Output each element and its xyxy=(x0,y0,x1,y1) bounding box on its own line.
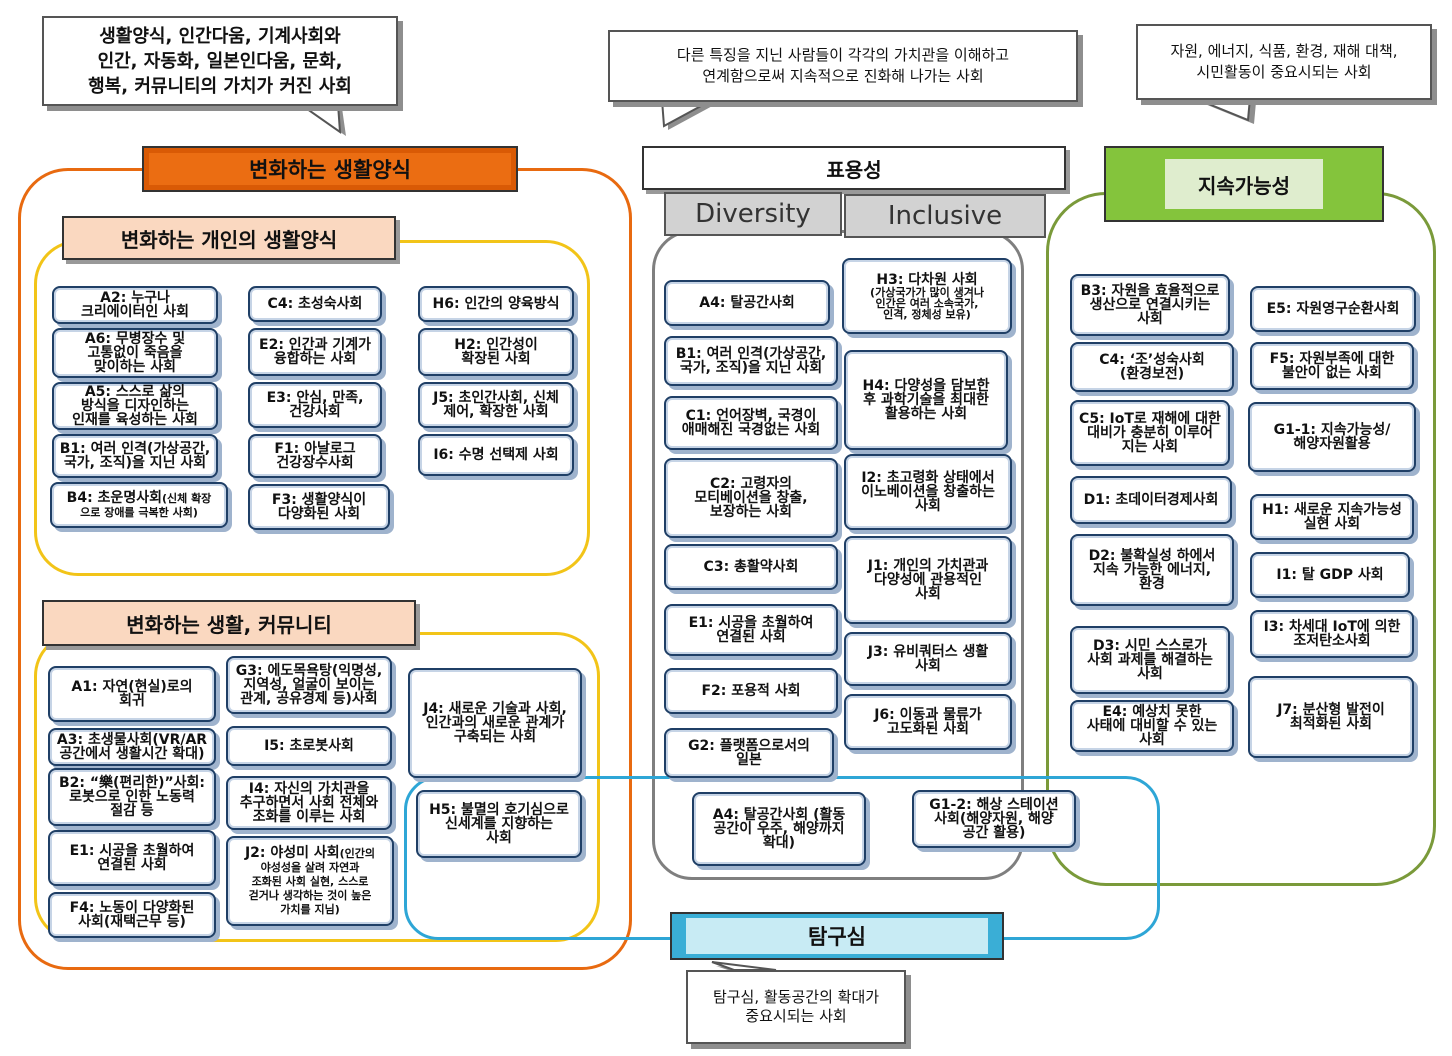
node-d3-civic-solutions: D3: 시민 스스로가 사회 과제를 해결하는 사회 xyxy=(1070,626,1230,694)
node-f4-diverse-labor: F4: 노동이 다양화된 사회(재택근무 등) xyxy=(48,892,216,938)
node-c1-borderless: C1: 언어장벽, 국경이 애매해진 국경없는 사회 xyxy=(664,396,838,450)
header-diversity-main-label: 표용성 xyxy=(826,157,882,182)
node-e3-safe-healthy: E3: 안심, 만족, 건강사회 xyxy=(248,382,382,428)
node-h5-immortal-curiosity: H5: 불멸의 호기심으로 신세계를 지향하는 사회 xyxy=(416,790,582,858)
node-j1-tolerant: J1: 개인의 가치관과 다양성에 관용적인 사회 xyxy=(844,536,1012,624)
node-b4-main: B4: 초운명사회 xyxy=(66,490,162,506)
node-a2-creator: A2: 누구나 크리에이터인 사회 xyxy=(52,286,218,324)
header-individual: 변화하는 개인의 생활양식 xyxy=(62,216,396,260)
header-individual-label: 변화하는 개인의 생활양식 xyxy=(120,227,338,252)
header-inclusive: Inclusive xyxy=(844,194,1046,238)
node-j2-wild-society: J2: 야성미 사회(인간의 야성성을 살려 자연과 조화된 사회 실현, 스스… xyxy=(226,836,394,926)
node-h6-parenting: H6: 인간의 양육방식 xyxy=(418,286,574,322)
node-i4-own-values: I4: 자신의 가치관을 추구하면서 사회 전체와 조화를 이루는 사회 xyxy=(226,776,392,830)
node-f1-analog-health: F1: 아날로그 건강장수사회 xyxy=(248,434,382,478)
node-e1-beyond-spacetime: E1: 시공을 초월하여 연결된 사회 xyxy=(48,830,216,886)
callout-sustainability-values: 자원, 에너지, 식품, 환경, 재해 대책, 시민활동이 중요시되는 사회 xyxy=(1136,24,1432,100)
node-c2-elderly-motivation: C2: 고령자의 모티베이션을 창출, 보장하는 사회 xyxy=(664,458,838,538)
node-a4-activity-space: A4: 탈공간사회 (활동 공간이 우주, 해양까지 확대) xyxy=(692,792,866,866)
header-sustainability-inner: 지속가능성 xyxy=(1165,159,1323,209)
node-d2-sustainable-energy: D2: 불확실성 하에서 지속 가능한 에너지, 환경 xyxy=(1070,534,1234,606)
header-community-label: 변화하는 생활, 커뮤니티 xyxy=(126,612,332,637)
node-i2-aging-innovation: I2: 초고령화 상태에서 이노베이션을 창출하는 사회 xyxy=(844,454,1012,530)
header-curiosity: 탐구심 xyxy=(670,912,1004,960)
node-h3-main: H3: 다차원 사회 xyxy=(876,271,978,288)
node-j6-logistics: J6: 이동과 물류가 고도화된 사회 xyxy=(844,694,1012,750)
node-h1-new-sustainability: H1: 새로운 지속가능성 실현 사회 xyxy=(1250,494,1414,540)
node-e5-resource-cycle: E5: 자원영구순환사회 xyxy=(1250,286,1416,332)
callout-curiosity-values: 탐구심, 활동공간의 확대가 중요시되는 사회 xyxy=(686,970,906,1044)
node-i1-post-gdp: I1: 탈 GDP 사회 xyxy=(1250,552,1410,598)
node-e4-unexpected: E4: 예상치 못한 사태에 대비할 수 있는 사회 xyxy=(1070,700,1234,752)
callout-lifestyle-values: 생활양식, 인간다움, 기계사회와 인간, 자동화, 일본인다움, 문화, 행복… xyxy=(42,16,398,106)
node-g2-platform-japan: G2: 플랫폼으로서의 일본 xyxy=(664,728,834,778)
node-j2-main: J2: 야성미 사회 xyxy=(244,845,340,861)
node-c3-all-active: C3: 총활약사회 xyxy=(664,544,838,590)
node-d1-data-economy: D1: 초데이터경제사회 xyxy=(1070,476,1232,524)
node-a3-super-organism: A3: 초생물사회(VR/AR 공간에서 생활시간 확대) xyxy=(48,728,216,766)
node-f3-diverse-lifestyle: F3: 생활양식이 다양화된 사회 xyxy=(248,484,390,530)
node-h3-multidimensional: H3: 다차원 사회(가상국가가 많이 생겨나 인간은 여러 소속국가, 인격,… xyxy=(842,258,1012,334)
node-b1-multiple-persona-div: B1: 여러 인격(가상공간, 국가, 조직)을 지닌 사회 xyxy=(664,336,838,386)
node-g1-2-ocean-station: G1-2: 해상 스테이션 사회(해양자원, 해양 공간 활용) xyxy=(912,790,1076,848)
header-curiosity-inner: 탐구심 xyxy=(686,918,988,954)
node-j4-new-tech-relations: J4: 새로운 기술과 사회, 인간과의 새로운 관계가 구축되는 사회 xyxy=(408,668,582,778)
node-b3-resource-efficiency: B3: 자원을 효율적으로 생산으로 연결시키는 사회 xyxy=(1070,274,1230,336)
header-lifestyle-label: 변화하는 생활양식 xyxy=(249,158,411,182)
node-b4-super-fate: B4: 초운명사회(신체 확장 으로 장애를 극복한 사회) xyxy=(50,482,228,528)
header-community: 변화하는 생활, 커뮤니티 xyxy=(42,600,416,646)
header-inclusive-label: Inclusive xyxy=(887,201,1003,231)
node-a6-longevity: A6: 무병장수 및 고통없이 죽음을 맞이하는 사회 xyxy=(52,328,218,378)
node-i3-low-carbon: I3: 차세대 IoT에 의한 조저탄소사회 xyxy=(1250,610,1414,658)
node-j3-ubiquitous: J3: 유비쿼터스 생활 사회 xyxy=(844,632,1012,686)
header-lifestyle: 변화하는 생활양식 xyxy=(142,146,518,192)
header-sustainability-label: 지속가능성 xyxy=(1198,173,1290,198)
node-f2-inclusive: F2: 포용적 사회 xyxy=(664,668,838,714)
node-b4-note: (신체 확장 으로 장애를 극복한 사회) xyxy=(80,492,212,519)
node-c4-environment: C4: ‘조’성숙사회 (환경보전) xyxy=(1070,342,1234,392)
header-diversity-label: Diversity xyxy=(695,199,811,229)
node-h3-note: (가상국가가 많이 생겨나 인간은 여러 소속국가, 인격, 정체성 보유) xyxy=(870,285,984,321)
callout-diversity-values: 다른 특징을 지닌 사람들이 각각의 가치관을 이해하고 연계함으로써 지속적으… xyxy=(608,30,1078,102)
header-curiosity-label: 탐구심 xyxy=(808,925,866,949)
node-c4-super-mature: C4: 초성숙사회 xyxy=(248,286,382,322)
node-f5-no-shortage: F5: 자원부족에 대한 불안이 없는 사회 xyxy=(1250,342,1414,390)
header-sustainability: 지속가능성 xyxy=(1104,146,1384,222)
node-h4-science-diversity: H4: 다양성을 담보한 후 과학기술을 최대한 활용하는 사회 xyxy=(844,350,1008,450)
header-diversity: Diversity xyxy=(664,192,842,236)
node-i6-lifespan-choice: I6: 수명 선택제 사회 xyxy=(418,434,574,476)
node-h2-expanded-humanity: H2: 인간성이 확장된 사회 xyxy=(418,328,574,376)
header-diversity-main: 표용성 xyxy=(642,146,1066,190)
node-b1-multiple-persona: B1: 여러 인격(가상공간, 국가, 조직)을 지닌 사회 xyxy=(52,434,218,478)
node-b2-convenient: B2: “樂(편리한)”사회: 로봇으로 인한 노동력 절감 등 xyxy=(48,768,216,826)
node-g1-1-ocean-resources: G1-1: 지속가능성/ 해양자원활용 xyxy=(1248,402,1416,472)
node-g3-edo-bath: G3: 에도목욕탕(익명성, 지역성, 얼굴이 보이는 관계, 공유경제 등)사… xyxy=(226,656,392,714)
node-e2-human-machine: E2: 인간과 기계가 융합하는 사회 xyxy=(248,328,382,376)
node-a4-post-space: A4: 탈공간사회 xyxy=(664,280,830,326)
node-e1-beyond-spacetime-div: E1: 시공을 초월하여 연결된 사회 xyxy=(664,604,838,656)
node-a5-self-design: A5: 스스로 삶의 방식을 디자인하는 인재를 육성하는 사회 xyxy=(52,382,218,430)
node-a1-return-nature: A1: 자연(현실)로의 회귀 xyxy=(48,666,216,722)
node-j2-note: (인간의 야성성을 살려 자연과 조화된 사회 실현, 스스로 걷거나 생각하는… xyxy=(248,847,376,916)
node-j5-super-human: J5: 초인간사회, 신체 제어, 확장한 사회 xyxy=(418,382,574,428)
node-i5-super-robot: I5: 초로봇사회 xyxy=(226,726,392,766)
node-j7-distributed-power: J7: 분산형 발전이 최적화된 사회 xyxy=(1248,676,1414,758)
node-c5-iot-disaster: C5: IoT로 재해에 대한 대비가 충분히 이루어 지는 사회 xyxy=(1070,400,1230,466)
